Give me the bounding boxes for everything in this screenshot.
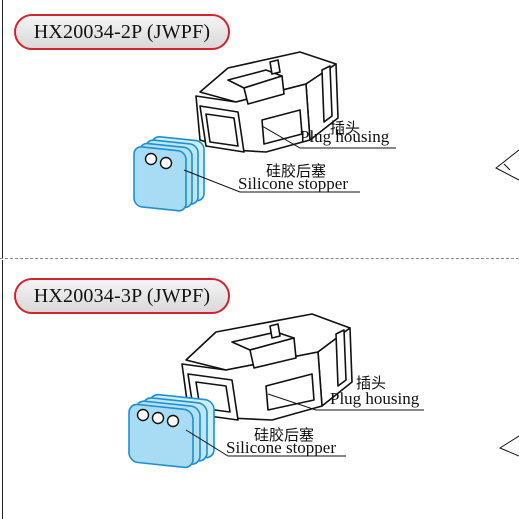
stopper-en-label-2p: Silicone stopper [238, 174, 349, 193]
stopper-hole [166, 414, 180, 428]
partial-drawing-right-3p [498, 435, 519, 457]
stopper-hole [136, 408, 150, 422]
left-border-line [2, 0, 3, 258]
stopper-cn-label-2p: 硅胶后塞 [266, 162, 327, 180]
plug-housing-3p [181, 313, 353, 421]
plug-housing-2p [195, 51, 339, 153]
section-divider [0, 258, 519, 259]
leader-line-plug-2p [261, 125, 396, 149]
partial-drawing-right-2p [495, 149, 519, 181]
plug-housing-en-label-3p: Plug housing [330, 389, 420, 408]
stopper-en-label-3p: Silicone stopper [226, 438, 337, 457]
stopper-cn-label-3p: 硅胶后塞 [254, 426, 315, 444]
plug-housing-en-label-2p: Plug housing [300, 127, 390, 146]
connector-drawing-3p [128, 313, 519, 469]
diagram-2p: HX20034-2P (JWPF) [0, 0, 519, 259]
title-2p: HX20034-2P (JWPF) [33, 20, 211, 43]
stopper-hole [144, 152, 158, 166]
title-pill-3p: HX20034-3P (JWPF) [14, 278, 230, 314]
left-border-line [2, 260, 3, 519]
connector-drawing-2p [133, 51, 519, 212]
plug-housing-cn-label-2p: 插头 [330, 119, 361, 137]
silicone-stopper-3p [128, 393, 215, 469]
silicone-stopper-2p [133, 135, 205, 212]
leader-line-stopper-2p [183, 169, 360, 193]
stopper-hole [159, 156, 173, 170]
stopper-hole [151, 411, 165, 425]
leader-line-stopper-3p [185, 429, 346, 457]
plug-housing-cn-label-3p: 插头 [356, 374, 387, 392]
leader-line-plug-3p [267, 393, 424, 411]
title-pill-2p: HX20034-2P (JWPF) [14, 14, 230, 50]
diagram-3p: HX20034-3P (JWPF) [0, 260, 519, 519]
title-3p: HX20034-3P (JWPF) [33, 284, 211, 307]
